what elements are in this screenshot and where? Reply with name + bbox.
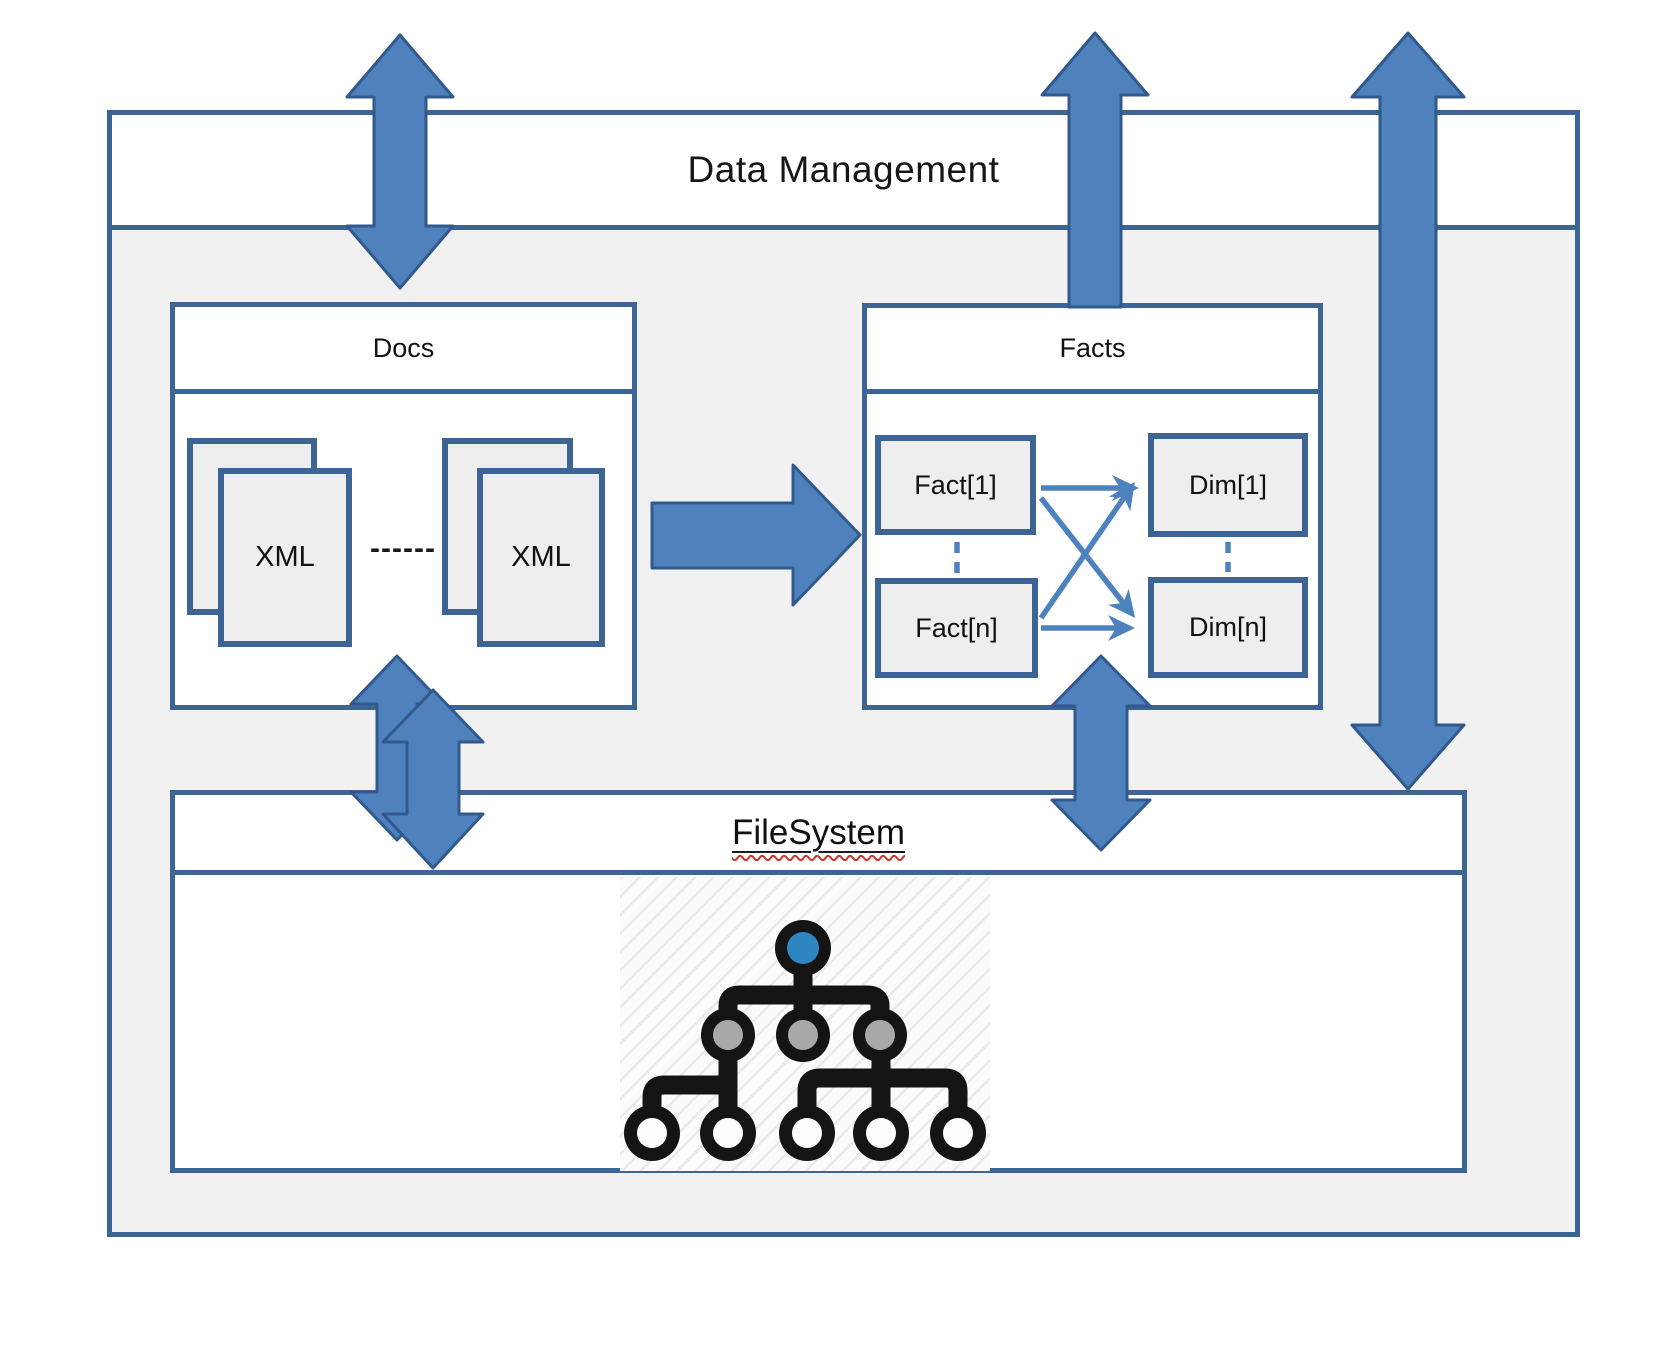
icon-placeholder-hatch	[620, 877, 990, 1171]
filesystem-header: FileSystem	[170, 790, 1467, 875]
fact-n-label: Fact[n]	[915, 612, 998, 643]
fact-1-label: Fact[1]	[914, 469, 997, 500]
xml-document-front-right: XML	[477, 468, 605, 647]
docs-header: Docs	[170, 302, 637, 394]
fact-n-card: Fact[n]	[875, 578, 1038, 678]
dim-n-label: Dim[n]	[1188, 612, 1267, 642]
xml-label-right: XML	[511, 541, 571, 573]
docs-title: Docs	[372, 332, 435, 363]
fact-1-card: Fact[1]	[875, 435, 1036, 535]
dim-1-label: Dim[1]	[1188, 469, 1267, 500]
xml-document-front-left: XML	[218, 468, 352, 647]
data-management-header-bar: Data Management	[107, 110, 1580, 230]
dim-n-card: Dim[n]	[1148, 577, 1308, 678]
dim-1-card: Dim[1]	[1148, 433, 1308, 537]
data-management-title: Data Management	[687, 149, 1000, 190]
facts-header: Facts	[862, 303, 1323, 394]
xml-label-left: XML	[255, 541, 315, 573]
facts-title: Facts	[1059, 333, 1126, 363]
filesystem-title: FileSystem	[731, 812, 906, 852]
docs-ellipsis-separator: ------	[370, 532, 436, 565]
